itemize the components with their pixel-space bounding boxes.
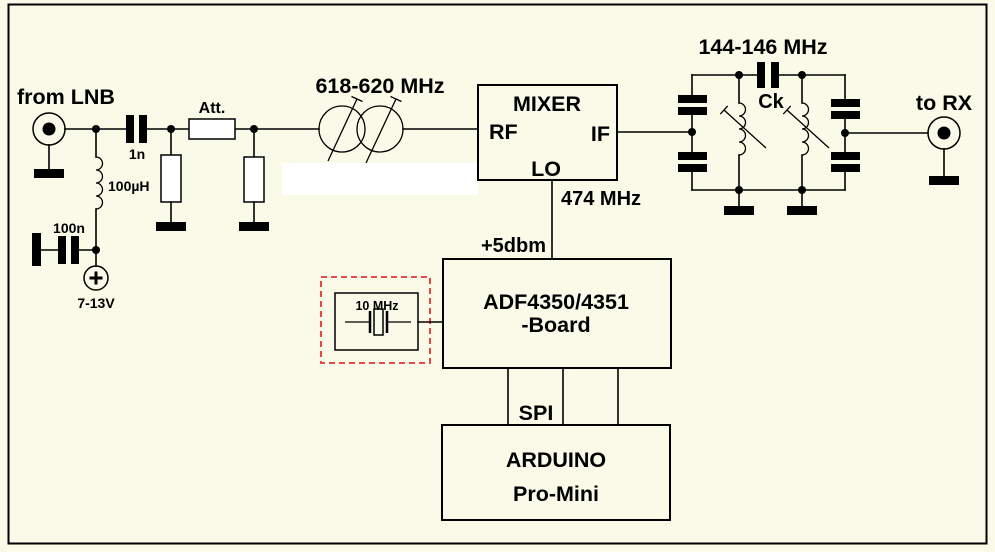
attenuator-box [188, 118, 236, 140]
ground-icon [929, 176, 959, 185]
lo-level-label: +5dbm [481, 235, 546, 257]
adf-board-title: ADF4350/4351 [483, 290, 629, 314]
coupling-cap-label: Ck [758, 91, 784, 113]
coax-connector-input [32, 112, 66, 178]
cap-1n-label: 1n [129, 146, 145, 162]
capacitor-100n-icon [58, 236, 79, 264]
variable-inductor-left-icon [719, 74, 767, 191]
coax-connector-output [927, 116, 961, 185]
ref-osc-label: 10 MHz [355, 299, 398, 313]
ground-icon [34, 169, 64, 178]
shunt-resistor-right [239, 128, 269, 231]
tunable-filter-618-icon [318, 95, 404, 164]
page-border [7, 3, 988, 545]
dc-feed-branch [32, 128, 109, 291]
adf-board-subtitle: -Board [521, 313, 590, 337]
attenuator-label: Att. [199, 100, 226, 117]
coupling-cap-ck-icon [757, 62, 779, 88]
arduino-box [441, 424, 671, 521]
junction-dots [92, 71, 849, 254]
ground-icon [32, 233, 41, 266]
mixer-lo-port-label: LO [531, 157, 561, 181]
lo-freq-label: 474 MHz [561, 188, 641, 210]
cap-divider-right [831, 74, 860, 191]
dc-supply-icon [83, 265, 109, 291]
crystal-icon [345, 308, 411, 336]
variable-inductor-right-icon [782, 74, 830, 191]
if-filter-label: 144-146 MHz [698, 35, 827, 59]
mixer-rf-port-label: RF [489, 120, 518, 144]
to-rx-label: to RX [916, 91, 973, 115]
choke-label: 100µH [108, 178, 150, 194]
ref-osc-highlight-box [320, 276, 431, 364]
arduino-title: ARDUINO [506, 448, 606, 472]
adf-board-box [442, 258, 672, 369]
inductor-100uh-icon [95, 156, 104, 210]
bypass-cap-label: 100n [53, 220, 85, 236]
ground-icon [724, 206, 754, 215]
spi-bus-lines [507, 367, 619, 426]
arduino-subtitle: Pro-Mini [513, 482, 599, 506]
mixer-title: MIXER [513, 92, 582, 116]
bandpass-filter-144 [678, 62, 860, 215]
erase-patch [282, 163, 478, 195]
supply-label: 7-13V [77, 295, 115, 311]
reference-oscillator [320, 276, 444, 364]
shunt-resistor-left [156, 128, 186, 231]
spi-label: SPI [519, 401, 554, 425]
mixer-if-port-label: IF [591, 122, 610, 146]
ground-icon [156, 222, 186, 231]
from-lnb-label: from LNB [17, 85, 115, 109]
capacitor-1n-icon [126, 115, 147, 143]
ground-icon [239, 222, 269, 231]
rf-filter-label: 618-620 MHz [315, 74, 444, 98]
ground-icon [787, 206, 817, 215]
